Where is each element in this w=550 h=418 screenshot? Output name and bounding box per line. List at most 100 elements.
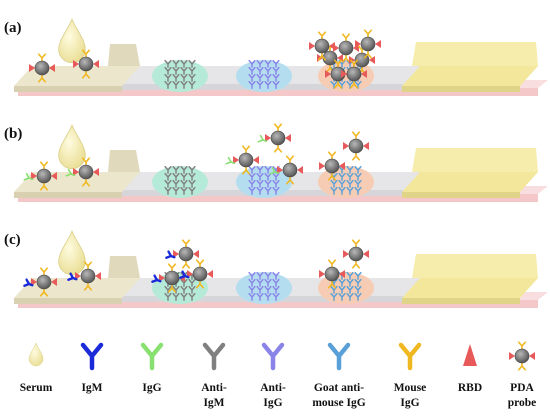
probe-core bbox=[346, 66, 362, 82]
mouse-igg-icon bbox=[398, 342, 422, 371]
anti-igg-line bbox=[248, 59, 280, 89]
mouse-igg-mark bbox=[37, 53, 47, 63]
sample-pad-edge bbox=[14, 192, 122, 198]
immobilized-antibody bbox=[256, 278, 264, 287]
goat-anti-mouse-igg-icon bbox=[327, 342, 351, 371]
serum-drop bbox=[58, 18, 86, 64]
mouse-igg-mark bbox=[241, 145, 251, 155]
mouse-igg-mark bbox=[517, 341, 527, 351]
immobilized-antibody bbox=[188, 186, 196, 195]
immobilized-antibody bbox=[256, 165, 264, 174]
rbd-mark bbox=[159, 274, 165, 282]
mouse-igg-mark bbox=[83, 261, 93, 271]
igg-icon bbox=[140, 342, 164, 371]
immobilized-antibody bbox=[180, 186, 188, 195]
probe-core bbox=[270, 130, 286, 146]
test-zone-igg bbox=[236, 60, 292, 92]
mouse-igg-mark bbox=[317, 31, 327, 41]
pda-probe bbox=[67, 261, 101, 291]
rbd-mark bbox=[277, 166, 283, 174]
immobilized-antibody bbox=[256, 80, 264, 89]
goat-anti-mouse-line bbox=[330, 165, 362, 195]
immobilized-antibody bbox=[338, 172, 346, 181]
immobilized-antibody bbox=[354, 271, 362, 280]
immobilized-antibody bbox=[164, 66, 172, 75]
mouse-igg-mark bbox=[351, 131, 361, 141]
legend-item-anti-igm: Anti-IgM bbox=[201, 342, 227, 409]
immobilized-antibody bbox=[272, 80, 280, 89]
immobilized-antibody bbox=[164, 172, 172, 181]
legend-label: mouse IgG bbox=[312, 397, 365, 409]
immobilized-antibody bbox=[180, 292, 188, 301]
bound-antibody bbox=[269, 166, 280, 175]
pda-probe bbox=[23, 267, 57, 297]
mouse-igg-mark bbox=[351, 151, 361, 161]
immobilized-antibody bbox=[172, 165, 180, 174]
immobilized-antibody bbox=[248, 285, 256, 294]
absorbent-pad-edge bbox=[402, 86, 520, 92]
immobilized-antibody bbox=[180, 285, 188, 294]
legend-label: IgG bbox=[400, 397, 419, 409]
immobilized-antibody bbox=[172, 66, 180, 75]
mouse-igg-mark bbox=[285, 155, 295, 165]
rbd-mark bbox=[253, 156, 259, 164]
bound-antibody bbox=[179, 270, 190, 279]
immobilized-antibody bbox=[188, 179, 196, 188]
absorbent-pad-top bbox=[402, 66, 538, 86]
immobilized-antibody bbox=[248, 59, 256, 68]
rbd-mark bbox=[265, 134, 271, 142]
immobilized-antibody bbox=[188, 278, 196, 287]
legend-label: Goat anti- bbox=[314, 382, 364, 394]
immobilized-antibody bbox=[180, 59, 188, 68]
absorbent-pad-edge bbox=[402, 192, 520, 198]
test-zone-igm bbox=[152, 60, 208, 92]
rbd-mark bbox=[363, 142, 369, 150]
mouse-igg-mark bbox=[273, 123, 283, 133]
absorbent-pad-top bbox=[402, 172, 538, 192]
probe-core bbox=[282, 162, 298, 178]
rbd-mark bbox=[51, 278, 57, 286]
immobilized-antibody bbox=[264, 179, 272, 188]
immobilized-antibody bbox=[346, 292, 354, 301]
bound-antibody bbox=[23, 278, 34, 287]
rbd-mark bbox=[29, 64, 35, 72]
bound-antibody bbox=[23, 172, 34, 181]
immobilized-antibody bbox=[264, 278, 272, 287]
probe-core bbox=[78, 56, 94, 72]
immobilized-antibody bbox=[188, 80, 196, 89]
absorbent-pad-upper bbox=[412, 148, 538, 172]
legend-item-anti-igg: Anti-IgG bbox=[260, 342, 286, 409]
immobilized-antibody bbox=[172, 179, 180, 188]
immobilized-antibody bbox=[180, 73, 188, 82]
rbd-mark bbox=[355, 40, 361, 48]
rbd-mark bbox=[369, 56, 375, 64]
rbd-mark bbox=[297, 166, 303, 174]
immobilized-antibody bbox=[180, 165, 188, 174]
probe-core bbox=[514, 348, 530, 364]
rbd-mark bbox=[343, 142, 349, 150]
pda-probe bbox=[257, 123, 291, 153]
anti-igm-line bbox=[164, 165, 196, 195]
probe-core bbox=[322, 50, 338, 66]
immobilized-antibody bbox=[256, 285, 264, 294]
immobilized-antibody bbox=[248, 66, 256, 75]
rbd-mark bbox=[93, 60, 99, 68]
immobilized-antibody bbox=[264, 80, 272, 89]
immobilized-antibody bbox=[188, 73, 196, 82]
immobilized-antibody bbox=[272, 271, 280, 280]
immobilized-antibody bbox=[346, 172, 354, 181]
probe-core bbox=[78, 164, 94, 180]
immobilized-antibody bbox=[164, 59, 172, 68]
serum-drop bbox=[58, 124, 86, 170]
legend-label: IgM bbox=[203, 397, 224, 409]
pda-probe bbox=[341, 59, 367, 89]
pda-probe bbox=[165, 239, 199, 269]
legend-item-goat-anti-mouse-igg: Goat anti-mouse IgG bbox=[312, 342, 366, 409]
immobilized-antibody bbox=[256, 179, 264, 188]
bound-antibody bbox=[151, 274, 162, 283]
sample-pad-step bbox=[108, 44, 140, 66]
immobilized-antibody bbox=[248, 179, 256, 188]
probe-core bbox=[36, 168, 52, 184]
probe-core bbox=[360, 36, 376, 52]
